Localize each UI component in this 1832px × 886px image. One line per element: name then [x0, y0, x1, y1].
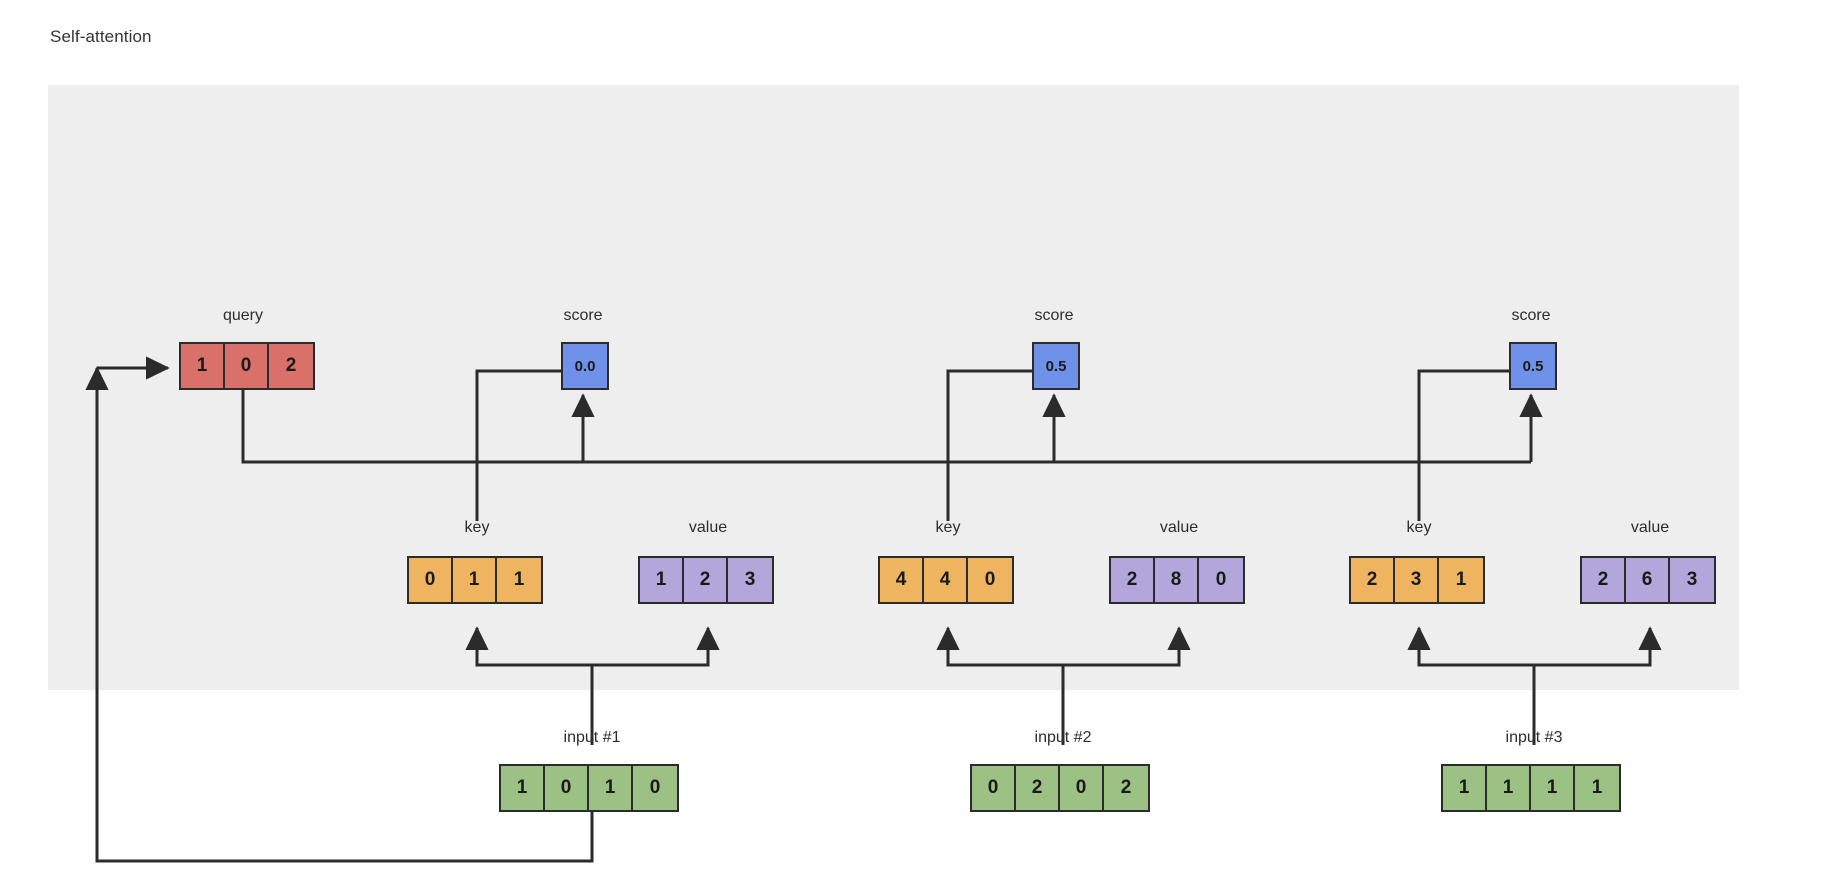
key-cell: 1: [497, 558, 541, 602]
score-box-1[interactable]: 0.0: [561, 342, 609, 390]
query-cell: 2: [269, 344, 313, 388]
value-cell: 0: [1199, 558, 1243, 602]
query-cell: 0: [225, 344, 269, 388]
input-cell: 2: [1104, 766, 1148, 810]
input-vector-3[interactable]: 1 1 1 1: [1441, 764, 1621, 812]
score-label-1: score: [563, 307, 603, 324]
score-value: 0.5: [1511, 344, 1555, 388]
input-label-1: input #1: [563, 729, 621, 746]
key-cell: 0: [968, 558, 1012, 602]
key-vector-1[interactable]: 0 1 1: [407, 556, 543, 604]
key-cell: 3: [1395, 558, 1439, 602]
key-cell: 1: [1439, 558, 1483, 602]
query-vector[interactable]: 1 0 2: [179, 342, 315, 390]
input-cell: 1: [501, 766, 545, 810]
value-cell: 1: [640, 558, 684, 602]
input-cell: 1: [1487, 766, 1531, 810]
input-cell: 0: [1060, 766, 1104, 810]
value-cell: 3: [728, 558, 772, 602]
key-vector-3[interactable]: 2 3 1: [1349, 556, 1485, 604]
key-label-2: key: [935, 519, 961, 536]
value-vector-1[interactable]: 1 2 3: [638, 556, 774, 604]
key-vector-2[interactable]: 4 4 0: [878, 556, 1014, 604]
query-cell: 1: [181, 344, 225, 388]
key-cell: 2: [1351, 558, 1395, 602]
value-cell: 2: [1111, 558, 1155, 602]
input-cell: 0: [545, 766, 589, 810]
input-vector-1[interactable]: 1 0 1 0: [499, 764, 679, 812]
input-label-3: input #3: [1505, 729, 1563, 746]
key-cell: 4: [924, 558, 968, 602]
value-cell: 2: [684, 558, 728, 602]
input-cell: 1: [1531, 766, 1575, 810]
key-cell: 4: [880, 558, 924, 602]
value-cell: 2: [1582, 558, 1626, 602]
input-label-2: input #2: [1034, 729, 1092, 746]
input-cell: 1: [1575, 766, 1619, 810]
score-box-3[interactable]: 0.5: [1509, 342, 1557, 390]
value-label-1: value: [688, 519, 728, 536]
value-label-3: value: [1630, 519, 1670, 536]
value-cell: 3: [1670, 558, 1714, 602]
value-cell: 8: [1155, 558, 1199, 602]
key-label-1: key: [464, 519, 490, 536]
key-cell: 0: [409, 558, 453, 602]
score-box-2[interactable]: 0.5: [1032, 342, 1080, 390]
value-vector-2[interactable]: 2 8 0: [1109, 556, 1245, 604]
key-cell: 1: [453, 558, 497, 602]
input-cell: 0: [633, 766, 677, 810]
input-cell: 2: [1016, 766, 1060, 810]
value-vector-3[interactable]: 2 6 3: [1580, 556, 1716, 604]
input-cell: 0: [972, 766, 1016, 810]
input-cell: 1: [1443, 766, 1487, 810]
score-value: 0.0: [563, 344, 607, 388]
score-label-3: score: [1511, 307, 1551, 324]
input-cell: 1: [589, 766, 633, 810]
score-label-2: score: [1034, 307, 1074, 324]
score-value: 0.5: [1034, 344, 1078, 388]
value-cell: 6: [1626, 558, 1670, 602]
input-vector-2[interactable]: 0 2 0 2: [970, 764, 1150, 812]
value-label-2: value: [1159, 519, 1199, 536]
key-label-3: key: [1406, 519, 1432, 536]
query-label: query: [222, 307, 264, 324]
diagram-title: Self-attention: [50, 27, 152, 46]
